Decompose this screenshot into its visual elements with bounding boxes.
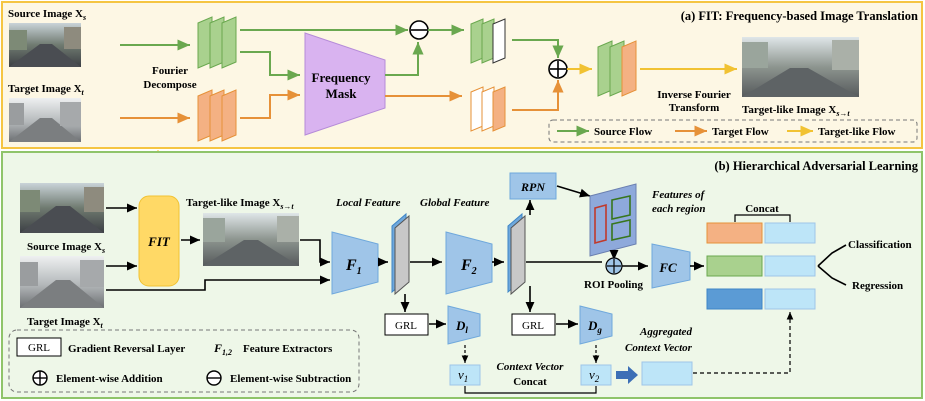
target-image-thumbnail-b — [20, 256, 104, 308]
f2-label: F2 — [460, 257, 477, 277]
v2-box — [580, 364, 612, 386]
f1-label: F1 — [345, 257, 362, 277]
panel-b-title: (b) Hierarchical Adversarial Learning — [714, 159, 918, 173]
source-image-thumbnail — [9, 23, 81, 67]
legend-sub-text: Element-wise Subtraction — [230, 373, 351, 385]
v1-box — [449, 364, 481, 386]
target-frequency-stack — [197, 89, 237, 142]
dg-discriminator — [579, 305, 613, 345]
aggregated-label-2: Context Vector — [625, 342, 693, 354]
fit-label: FIT — [147, 234, 171, 249]
legend-grl-text: Gradient Reversal Layer — [68, 343, 185, 355]
legend-target-flow: Target Flow — [712, 126, 769, 138]
roi-pooling-add-icon — [605, 257, 623, 275]
fourier-label-2: Decompose — [143, 79, 196, 91]
mask-to-subtract-arrow — [385, 42, 424, 76]
local-feature-label: Local Feature — [335, 197, 401, 209]
target-like-to-f1-arrow — [300, 239, 330, 267]
regression-branch — [817, 265, 847, 286]
v1-label: v1 — [458, 367, 468, 384]
rpn-block — [509, 172, 557, 200]
classification-branch — [817, 244, 847, 267]
target-to-add-arrow — [512, 80, 564, 111]
grl-global-box — [511, 313, 556, 336]
global-feature-map — [507, 212, 526, 296]
features-region-label-2: each region — [652, 203, 705, 215]
classification-label: Classification — [848, 239, 912, 251]
aggregated-context-box — [641, 361, 693, 386]
v2-label: v2 — [589, 367, 600, 384]
target-to-f1-arrow — [106, 275, 330, 291]
source-filtered-stack — [470, 18, 506, 64]
fc-block — [651, 243, 691, 289]
dl-discriminator — [447, 305, 481, 345]
legend-addition-icon — [32, 370, 48, 386]
source-frequency-stack — [197, 16, 237, 69]
legend-grl-box — [16, 337, 62, 357]
region-proposals-map — [589, 183, 637, 257]
features-region-label-1: Features of — [651, 189, 706, 201]
aggregated-label-1: Aggregated — [639, 326, 692, 338]
dg-label: Dg — [587, 318, 602, 335]
source-image-label-b: Source Image Xs — [27, 241, 105, 255]
target-like-image-thumbnail-b — [203, 213, 299, 266]
context-vector-label-2: Concat — [513, 376, 547, 388]
fourier-label-1: Fourier — [152, 65, 188, 77]
combined-frequency-stack — [597, 40, 637, 97]
legend-fe-symbol: F1,2 — [213, 341, 232, 357]
grl-global-label: GRL — [522, 320, 544, 332]
flow-legend: Source Flow Target Flow Target-like Flow — [548, 119, 918, 143]
legend-fe-text: Feature Extractors — [243, 343, 333, 355]
legend-add-text: Element-wise Addition — [56, 373, 163, 385]
legend-subtraction-icon — [206, 370, 222, 386]
context-concat-bracket — [464, 386, 597, 394]
f2-extractor — [445, 231, 493, 295]
rpn-label: RPN — [520, 180, 546, 194]
rpn-to-proposals-arrow — [556, 185, 591, 198]
region-feature-grid — [706, 222, 816, 310]
subtraction-icon — [409, 20, 429, 40]
source-image-label: Source Image Xs — [8, 8, 86, 22]
concat-top-label: Concat — [745, 203, 779, 215]
dl-label: Dl — [455, 318, 468, 335]
frequency-mask-label-1: Frequency — [312, 70, 371, 85]
target-like-label-a: Target-like Image Xs→t — [742, 104, 850, 118]
legend-grl-box-label: GRL — [28, 342, 50, 354]
inverse-fourier-label-2: Transform — [669, 102, 720, 114]
target-filtered-stack — [470, 86, 506, 132]
inverse-fourier-label-1: Inverse Fourier — [657, 89, 731, 101]
target-to-mask-arrow — [240, 89, 300, 119]
target-image-label: Target Image Xt — [8, 83, 85, 97]
source-image-thumbnail-b — [20, 183, 104, 233]
fc-label: FC — [658, 260, 677, 275]
target-like-label-b: Target-like Image Xs→t — [186, 197, 294, 211]
aggregate-arrow — [616, 366, 638, 384]
grl-local-label: GRL — [395, 320, 417, 332]
source-to-add-arrow — [512, 39, 564, 58]
source-to-mask-arrow — [240, 51, 300, 81]
roi-pooling-label: ROI Pooling — [584, 279, 643, 291]
frequency-mask-block — [304, 32, 386, 136]
regression-label: Regression — [852, 280, 903, 292]
frequency-mask-label-2: Mask — [325, 86, 357, 101]
fit-block — [138, 195, 180, 287]
f1-extractor — [331, 231, 379, 295]
target-image-thumbnail — [9, 98, 81, 142]
addition-icon — [548, 59, 568, 79]
legend-source-flow: Source Flow — [594, 126, 652, 138]
target-image-label-b: Target Image Xt — [27, 316, 104, 330]
notation-legend: GRL Gradient Reversal Layer F1,2 Feature… — [8, 329, 360, 393]
global-feature-label: Global Feature — [420, 197, 489, 209]
legend-target-like-flow: Target-like Flow — [818, 126, 896, 138]
target-like-image-thumbnail — [742, 37, 859, 97]
concat-bracket — [734, 214, 791, 222]
grl-local-box — [384, 313, 429, 336]
panel-a-title: (a) FIT: Frequency-based Image Translati… — [681, 9, 918, 23]
local-feature-map — [391, 212, 410, 296]
context-vector-label-1: Context Vector — [497, 361, 565, 373]
